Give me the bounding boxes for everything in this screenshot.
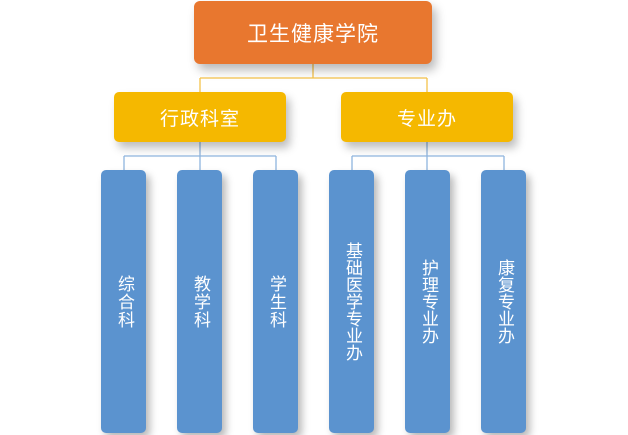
leaf-label-teaching: 教学科: [190, 274, 210, 329]
leaf-label-student: 学生科: [266, 274, 286, 329]
leaf-label-general: 综合科: [114, 274, 134, 329]
leaf-node-general: 综合科: [101, 170, 146, 433]
group-node-major-office: 专业办: [341, 92, 513, 142]
leaf-node-basic-medicine: 基础医学专业办: [329, 170, 374, 433]
leaf-label-basic-medicine: 基础医学专业办: [342, 242, 362, 361]
root-node: 卫生健康学院: [194, 1, 432, 64]
leaf-node-nursing: 护理专业办: [405, 170, 450, 433]
leaf-label-rehabilitation: 康复专业办: [494, 259, 514, 344]
leaf-label-nursing: 护理专业办: [418, 259, 438, 344]
group-label-major-office: 专业办: [396, 107, 457, 130]
group-label-admin: 行政科室: [159, 107, 240, 130]
group-node-admin: 行政科室: [114, 92, 286, 142]
leaf-node-rehabilitation: 康复专业办: [481, 170, 526, 433]
leaf-node-student: 学生科: [253, 170, 298, 433]
root-label: 卫生健康学院: [247, 21, 379, 46]
leaf-node-teaching: 教学科: [177, 170, 222, 433]
